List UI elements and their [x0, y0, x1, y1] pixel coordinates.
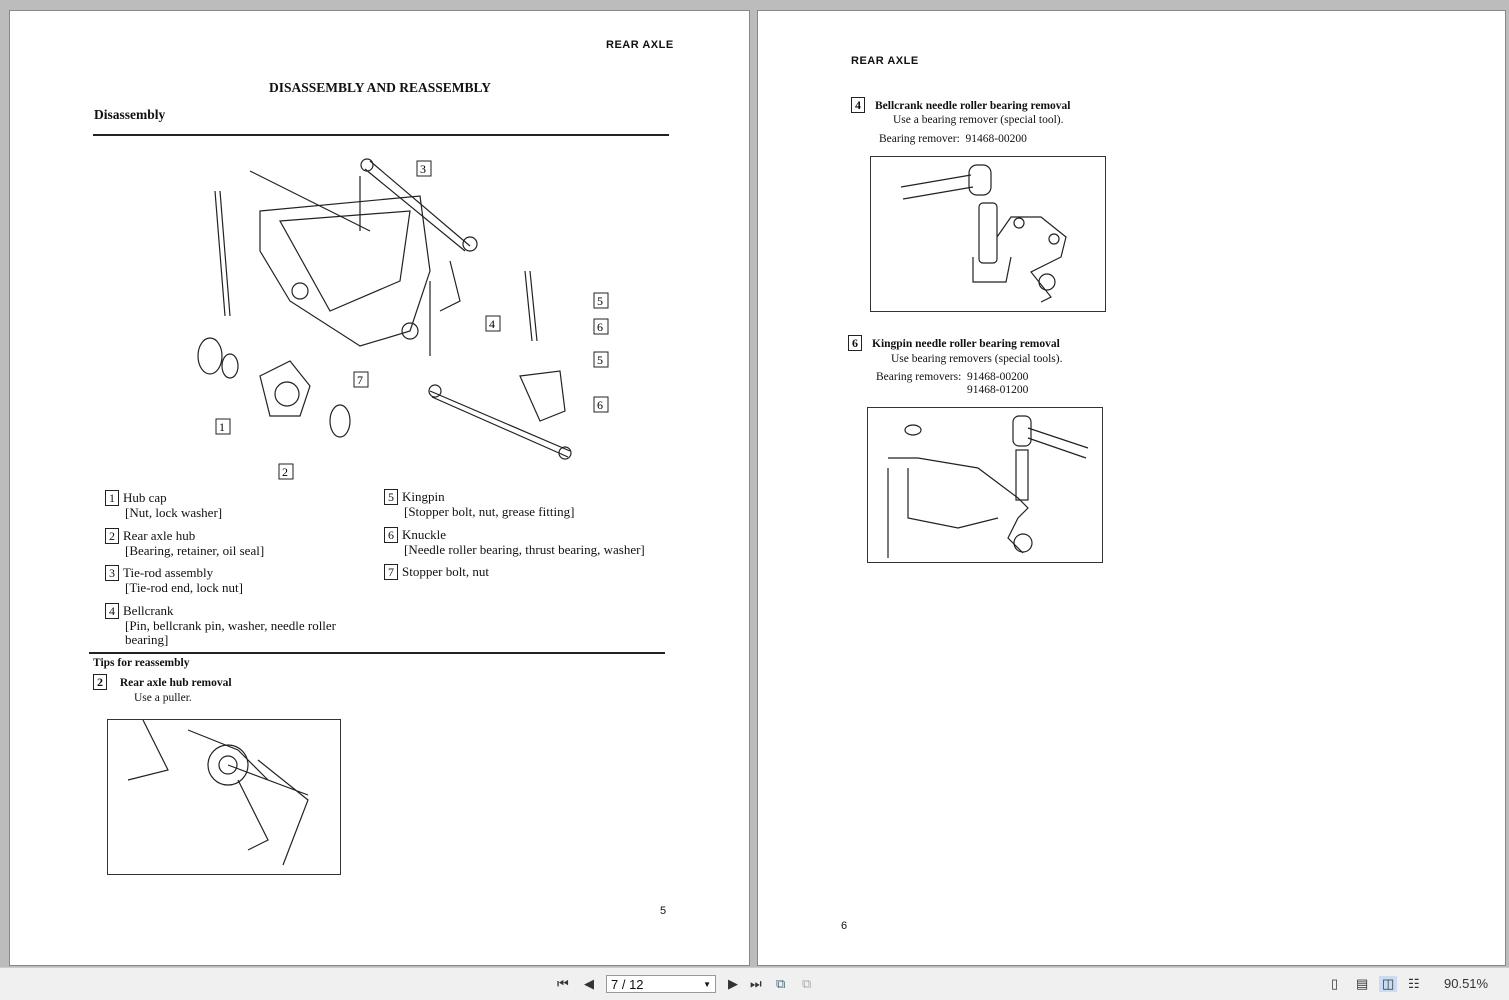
text: 4 — [489, 317, 495, 331]
divider — [89, 652, 665, 654]
text: 7 — [357, 373, 363, 387]
page-5: REAR AXLE DISASSEMBLY AND REASSEMBLY Dis… — [9, 10, 750, 966]
text: 4 — [105, 602, 119, 619]
item-text: Use a bearing remover (special tool). — [893, 114, 1064, 126]
tip-text: Use a puller. — [134, 692, 192, 704]
text: 2 — [93, 674, 107, 690]
text: Rear axle hub — [123, 527, 196, 543]
text: 5 — [597, 294, 603, 308]
text: 6 — [597, 398, 603, 412]
text: 91468-00200 — [965, 133, 1027, 145]
legend-item: 1 Hub cap[Nut, lock washer] — [105, 490, 375, 521]
text: 2 — [105, 527, 119, 544]
legend-column-right: 5 Kingpin[Stopper bolt, nut, grease fitti… — [384, 489, 684, 580]
text: [Stopper bolt, nut, grease fitting] — [404, 504, 575, 519]
item-text: Use bearing removers (special tools). — [891, 353, 1063, 365]
tool-spec: Bearing remover: 91468-00200 — [879, 133, 1027, 145]
text: 6 — [384, 526, 398, 543]
page-number: 5 — [660, 905, 667, 917]
legend-item: 7 Stopper bolt, nut — [384, 564, 684, 580]
tip-title: 2 Rear axle hub removal — [93, 674, 232, 690]
divider — [93, 134, 669, 136]
running-header: REAR AXLE — [606, 39, 674, 51]
text: 2 — [282, 465, 288, 479]
page-number-field[interactable]: 7 / 12 ▼ — [606, 975, 716, 993]
chevron-down-icon[interactable]: ▼ — [703, 980, 711, 989]
text: Bearing removers: — [876, 371, 962, 383]
legend-item: 3 Tie-rod assembly[Tie-rod end, lock nut] — [105, 565, 375, 596]
back-view-icon[interactable]: ⧉ — [776, 976, 786, 991]
text: 1 — [105, 490, 119, 506]
text: Kingpin — [402, 489, 445, 504]
text: 91468-00200 — [967, 371, 1029, 383]
section-heading: Disassembly — [94, 107, 166, 122]
forward-view-icon[interactable]: ⧉ — [802, 976, 812, 991]
single-page-view-icon[interactable]: ▯ — [1331, 976, 1339, 991]
text: 6 — [848, 335, 862, 351]
text: 1 — [219, 420, 225, 434]
text: 7 — [384, 564, 398, 580]
zoom-level[interactable]: 90.51% — [1444, 976, 1489, 991]
text: 3 — [105, 565, 119, 581]
item-title: 6 Kingpin needle roller bearing removal — [848, 335, 1060, 351]
bellcrank-illustration — [870, 156, 1106, 312]
running-header: REAR AXLE — [851, 55, 919, 67]
text: 7 / 12 — [611, 977, 644, 992]
text: 5 — [384, 489, 398, 505]
text: Bellcrank — [123, 602, 174, 618]
continuous-view-icon[interactable]: ▤ — [1356, 976, 1369, 991]
text: [Pin, bellcrank pin, washer, needle roll… — [125, 617, 337, 647]
text: Stopper bolt, nut — [402, 564, 490, 579]
text: Knuckle — [402, 526, 447, 542]
first-page-button[interactable]: ⏮ — [557, 976, 569, 991]
text: Tie-rod assembly — [123, 565, 214, 580]
last-page-button[interactable]: ⏭ — [750, 976, 762, 991]
two-page-continuous-view-icon[interactable]: ☷ — [1408, 976, 1420, 991]
tips-heading: Tips for reassembly — [93, 657, 190, 669]
page-number: 6 — [841, 920, 848, 932]
next-page-button[interactable]: ▶ — [728, 976, 738, 991]
text: 4 — [851, 97, 865, 113]
legend-item: 5 Kingpin[Stopper bolt, nut, grease fitti… — [384, 489, 684, 520]
text: Bearing remover: — [879, 133, 960, 145]
exploded-diagram: 3 1 2 4 5 6 5 6 7 — [197, 158, 609, 480]
callout: 3 — [420, 162, 426, 176]
two-page-view-icon[interactable]: ◫ — [1379, 976, 1398, 992]
viewer-toolbar: ⏮ ◀ 7 / 12 ▼ ▶ ⏭ ⧉ ⧉ ▯ ▤ ◫ ☷ 90.51% — [0, 967, 1509, 1000]
item-title: 4 Bellcrank needle roller bearing removal — [851, 97, 1070, 113]
text: Rear axle hub removal — [119, 677, 232, 689]
puller-illustration — [107, 719, 341, 875]
text: [Needle roller bearing, thrust bearing, … — [404, 541, 645, 557]
kingpin-illustration — [867, 407, 1103, 563]
text: Kingpin needle roller bearing removal — [872, 338, 1060, 350]
text: [Nut, lock washer] — [125, 505, 223, 520]
previous-page-button[interactable]: ◀ — [584, 976, 594, 991]
text: [Bearing, retainer, oil seal] — [125, 542, 265, 558]
text: Hub cap — [123, 490, 167, 505]
text: 91468-01200 — [967, 383, 1029, 396]
text: 6 — [597, 320, 603, 334]
text: [Tie-rod end, lock nut] — [125, 580, 243, 595]
page-6: REAR AXLE 4 Bellcrank needle roller beari… — [757, 10, 1506, 966]
page-title: DISASSEMBLY AND REASSEMBLY — [268, 80, 492, 95]
text: 5 — [597, 353, 603, 367]
text: Bellcrank needle roller bearing removal — [875, 100, 1071, 112]
